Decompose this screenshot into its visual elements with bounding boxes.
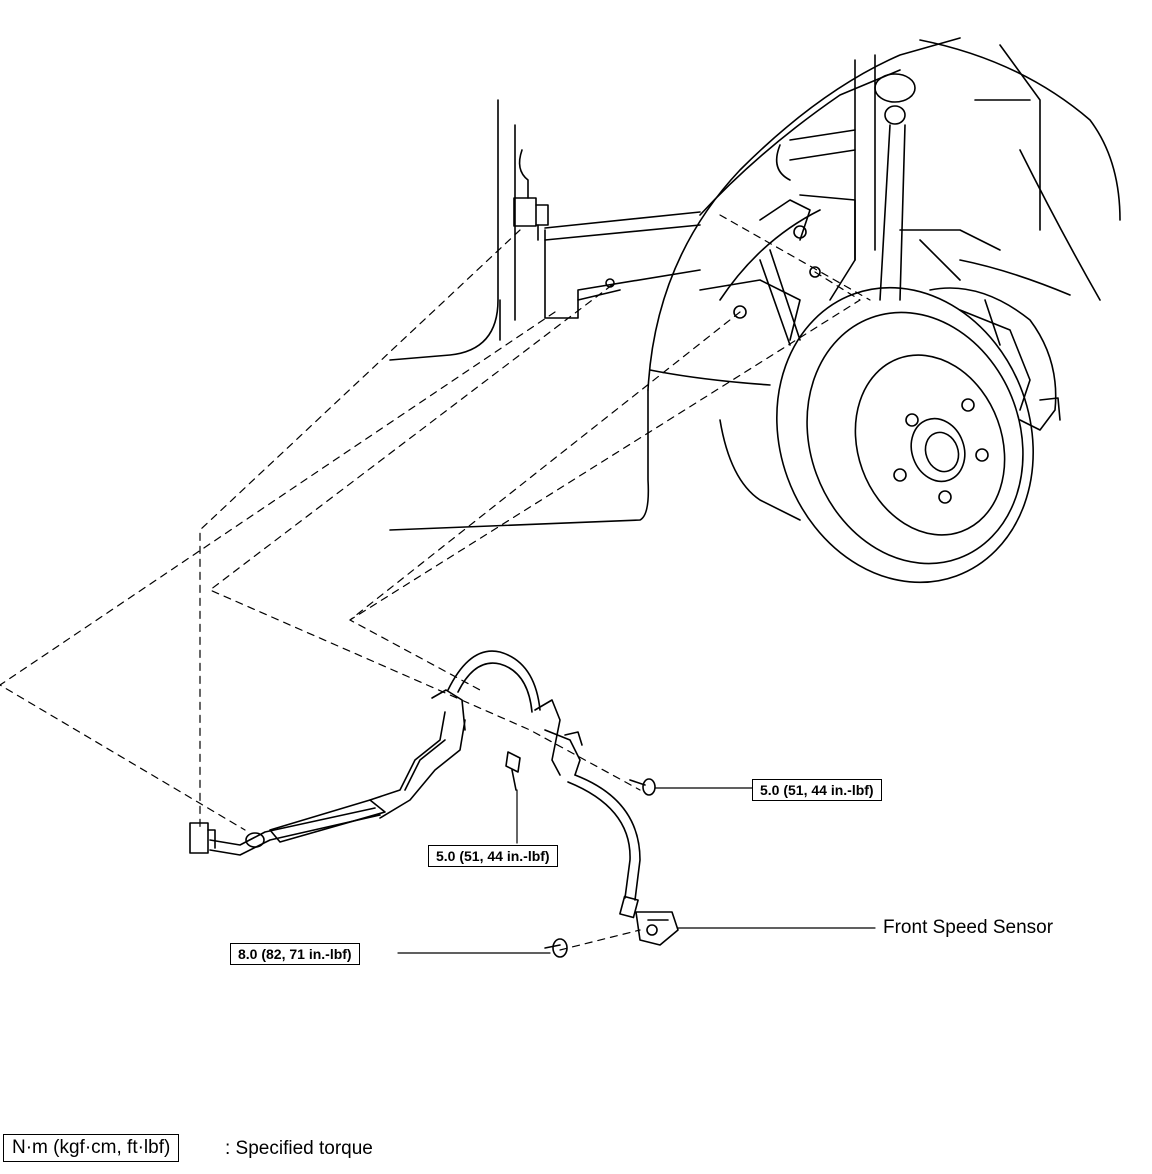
torque-spec-center: 5.0 (51, 44 in.-lbf) — [428, 845, 558, 867]
center-bolt-icon — [505, 751, 521, 791]
sensor-bolt-icon — [544, 938, 568, 958]
upper-right-bolt-icon — [629, 778, 656, 796]
legend-description: : Specified torque — [225, 1138, 373, 1159]
suspension-strut — [699, 54, 1001, 346]
routing-dashed-lines — [0, 214, 871, 951]
torque-spec-sensor: 8.0 (82, 71 in.-lbf) — [230, 943, 360, 965]
brake-caliper — [929, 287, 1061, 431]
legend-unit-box: N·m (kgf·cm, ft·lbf) — [3, 1134, 180, 1162]
wheel-well — [647, 37, 1121, 521]
front-speed-sensor-label: Front Speed Sensor — [883, 917, 1054, 938]
front-speed-sensor — [635, 911, 679, 946]
sensor-harness — [189, 650, 641, 919]
brake-rotor — [776, 286, 1034, 584]
torque-spec-upper-right: 5.0 (51, 44 in.-lbf) — [752, 779, 882, 801]
leader-lines — [397, 787, 876, 954]
upper-harness-connector — [513, 149, 549, 241]
